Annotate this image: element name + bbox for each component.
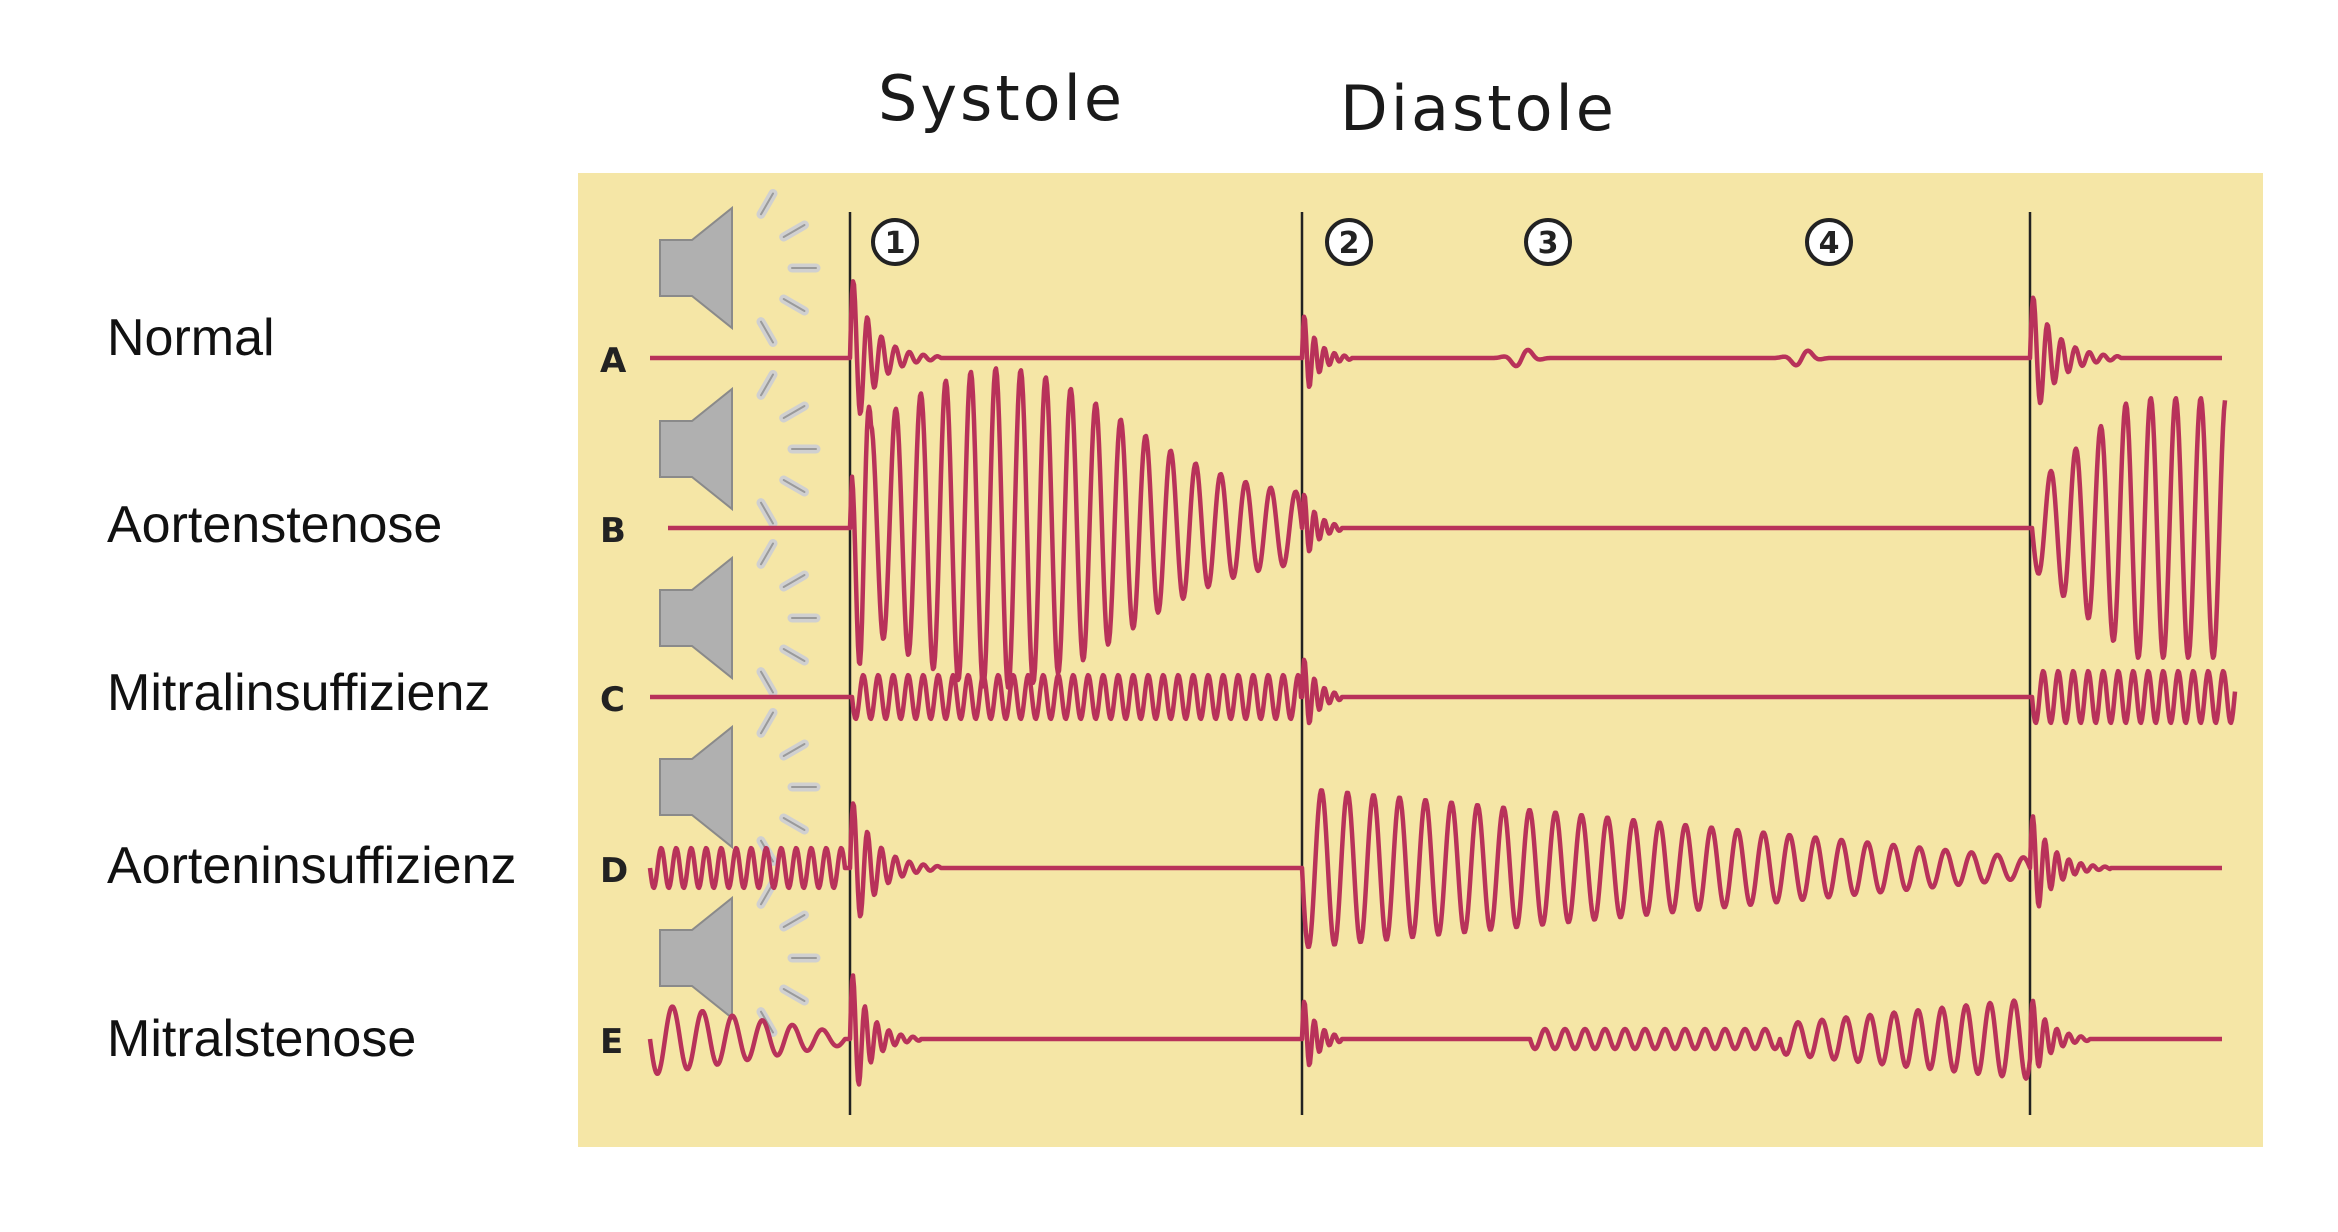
row-label-normal: Normal	[107, 309, 275, 367]
speaker-icon[interactable]	[659, 708, 821, 866]
marker-1-circle	[871, 218, 919, 266]
speaker-icon[interactable]	[659, 370, 821, 528]
marker-3-circle	[1524, 218, 1572, 266]
row-label-aorteninsuffizienz: Aorteninsuffizienz	[107, 837, 517, 895]
speaker-icon[interactable]	[659, 189, 821, 347]
speaker-icon[interactable]	[659, 539, 821, 697]
phonocardiogram-svg: 1 2 3 4A B C D E	[600, 189, 2238, 1115]
marker-2-circle	[1325, 218, 1373, 266]
systole-label: Systole	[878, 62, 1125, 135]
row-letter-d: D	[600, 851, 628, 891]
row-letter-e: E	[600, 1022, 623, 1062]
row-letter-a: A	[600, 341, 627, 381]
row-label-aortenstenose: Aortenstenose	[107, 496, 443, 554]
marker-2-label: 2	[1339, 226, 1360, 261]
waveform-a	[648, 279, 2224, 416]
waveform-e	[647, 973, 2224, 1087]
marker-1-label: 1	[885, 226, 906, 261]
row-label-mitralinsuffizienz: Mitralinsuffizienz	[107, 664, 491, 722]
marker-4-label: 4	[1819, 226, 1840, 261]
marker-4-circle	[1805, 218, 1853, 266]
diastole-label: Diastole	[1340, 72, 1617, 145]
waveform-d	[647, 788, 2224, 950]
row-letter-b: B	[600, 511, 626, 551]
waveform-c	[648, 657, 2238, 726]
waveform-b	[666, 366, 2228, 690]
row-letter-c: C	[600, 680, 625, 720]
speaker-icon[interactable]	[659, 879, 821, 1037]
marker-3-label: 3	[1538, 226, 1559, 261]
row-label-mitralstenose: Mitralstenose	[107, 1010, 417, 1068]
